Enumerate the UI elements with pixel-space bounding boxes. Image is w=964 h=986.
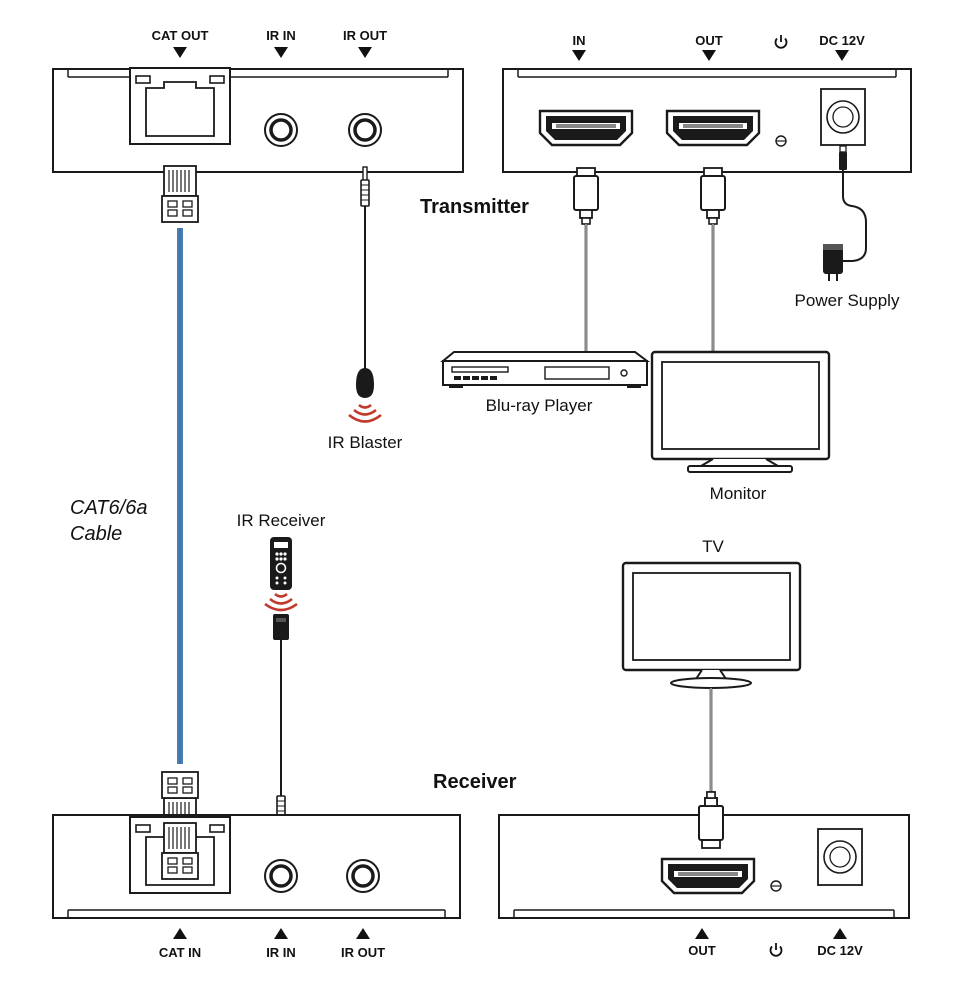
dc-arrow	[835, 50, 849, 61]
hdmi-cable-monitor	[700, 167, 726, 352]
ir-receiver-icon	[270, 537, 292, 590]
cat-in-label: CAT IN	[158, 945, 202, 960]
hdmi-cable-tv	[698, 688, 724, 849]
cat-out-arrow	[173, 47, 187, 58]
monitor-icon	[650, 350, 831, 473]
transmitter-ir-unit	[52, 67, 464, 173]
rj45-plug-top	[161, 165, 199, 223]
ir-out-arrow	[358, 47, 372, 58]
ir-receiver-signal-icon	[264, 592, 298, 612]
monitor-label: Monitor	[709, 484, 767, 503]
rx-ir-in-arrow	[274, 928, 288, 939]
out-label: OUT	[695, 33, 723, 48]
ir-receiver-cable	[273, 614, 289, 839]
bluray-label: Blu-ray Player	[485, 396, 593, 415]
rx-ir-out-label: IR OUT	[340, 945, 386, 960]
ir-blaster-signal-icon	[348, 403, 382, 423]
rx-out-arrow	[695, 928, 709, 939]
ir-receiver-label: IR Receiver	[236, 511, 326, 530]
rx-dc-arrow	[833, 928, 847, 939]
ir-out-label: IR OUT	[342, 28, 388, 43]
rx-out-label: OUT	[688, 943, 716, 958]
tv-label: TV	[702, 537, 724, 556]
rx-ir-in-label: IR IN	[266, 945, 296, 960]
power-icon	[774, 34, 788, 49]
rx-ir-out-arrow	[356, 928, 370, 939]
in-label: IN	[572, 33, 586, 48]
cat-out-label: CAT OUT	[151, 28, 209, 43]
transmitter-video-unit	[502, 68, 912, 173]
power-icon-receiver	[769, 942, 783, 957]
bluray-player-icon	[440, 351, 650, 388]
rx-dc-label: DC 12V	[817, 943, 863, 958]
power-supply-cable	[823, 145, 867, 281]
dc-label: DC 12V	[819, 33, 865, 48]
ir-in-label: IR IN	[266, 28, 296, 43]
rj45-plug-inserted	[161, 822, 199, 880]
ir-in-arrow	[274, 47, 288, 58]
out-arrow	[702, 50, 716, 61]
cable-label-line1: CAT6/6a	[70, 497, 148, 519]
cable-label-line2: Cable	[70, 523, 123, 545]
tv-icon	[621, 561, 802, 689]
cable-label: CAT6/6a Cable	[70, 495, 147, 547]
in-arrow	[572, 50, 586, 61]
cat-in-arrow	[173, 928, 187, 939]
ir-blaster-label: IR Blaster	[327, 433, 403, 452]
ir-blaster-cable	[356, 166, 374, 398]
hdmi-cable-bluray	[573, 167, 599, 353]
receiver-ir-unit	[52, 814, 461, 919]
power-supply-label: Power Supply	[794, 291, 900, 310]
transmitter-title: Transmitter	[420, 196, 529, 218]
receiver-title: Receiver	[433, 771, 517, 793]
